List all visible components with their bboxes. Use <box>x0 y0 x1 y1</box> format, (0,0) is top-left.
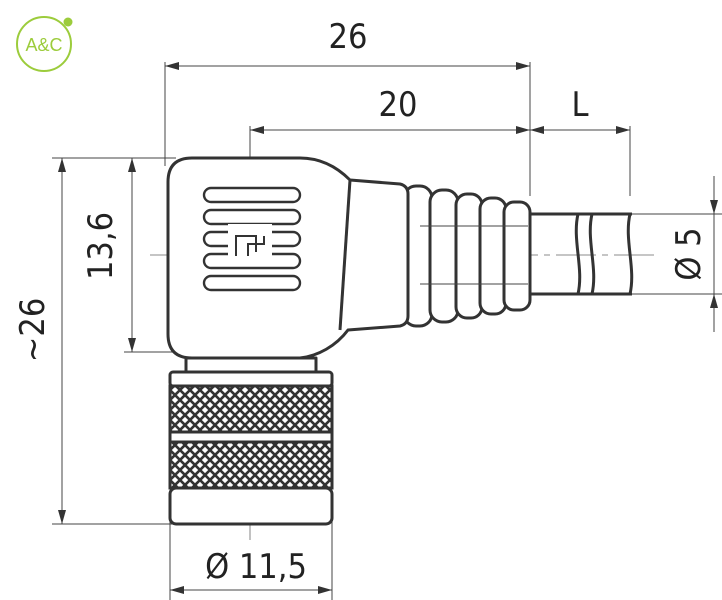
connector-body <box>166 156 410 360</box>
coupling-nut <box>168 356 334 526</box>
extension-lines <box>52 62 722 600</box>
cable <box>528 212 634 296</box>
overall-height-label: ~26 <box>13 298 53 363</box>
grip-slots <box>202 186 302 292</box>
logo-text: A&C <box>25 35 62 55</box>
cable-length-label: L <box>571 85 588 125</box>
dimension-lines <box>58 62 718 594</box>
overall-length-label: 26 <box>329 17 368 57</box>
brand-logo: A&C <box>16 16 73 72</box>
body-length-label: 20 <box>379 85 418 125</box>
dimension-labels: 26 20 L 13,6 ~26 Ø 5 Ø 11,5 <box>13 17 709 587</box>
body-height-label: 13,6 <box>81 212 121 280</box>
nut-diameter-label: Ø 11,5 <box>205 547 307 587</box>
cable-diameter-label: Ø 5 <box>669 227 709 280</box>
strain-relief <box>402 184 532 328</box>
